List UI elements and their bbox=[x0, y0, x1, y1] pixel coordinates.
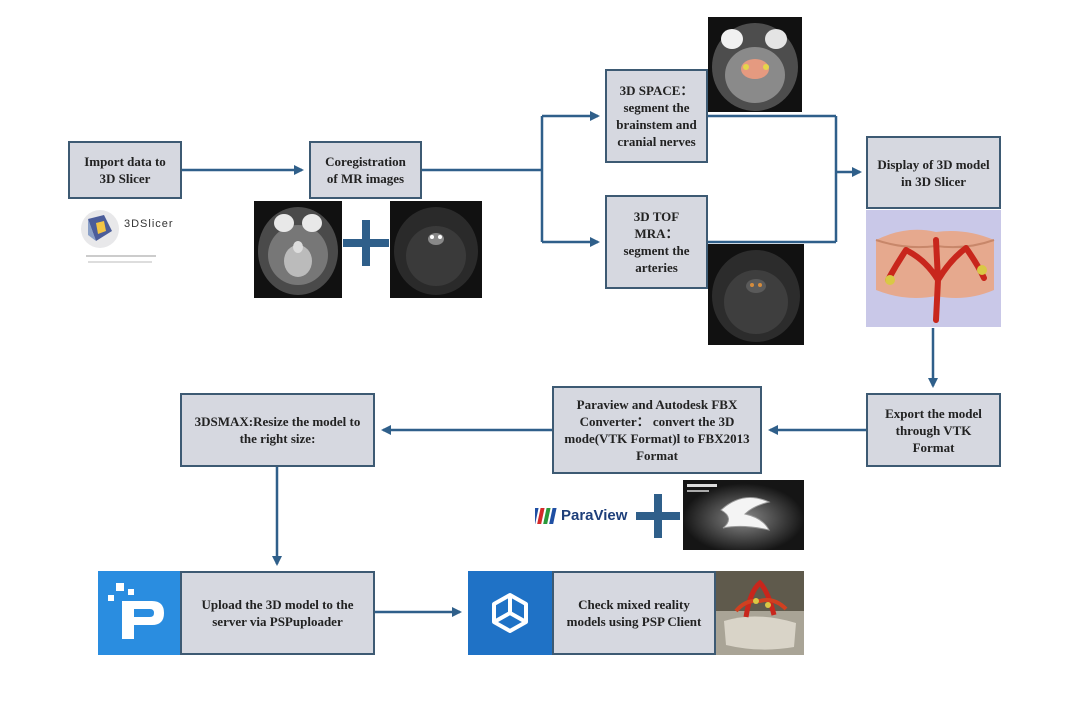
tof-segment-box: 3D TOF MRA： segment the arteries bbox=[605, 195, 708, 289]
3dsmax-resize-box: 3DSMAX:Resize the model to the right siz… bbox=[180, 393, 375, 467]
display-model-box: Display of 3D model in 3D Slicer bbox=[866, 136, 1001, 209]
psp-logo-icon bbox=[98, 571, 180, 655]
mixed-reality-photo bbox=[716, 571, 804, 655]
plus-icon bbox=[343, 218, 389, 268]
mri-space-image bbox=[708, 17, 802, 112]
unity-logo-icon bbox=[468, 571, 552, 655]
paraview-converter-box: Paraview and Autodesk FBX Converter： con… bbox=[552, 386, 762, 474]
3d-model-render bbox=[866, 210, 1001, 327]
space-segment-box: 3D SPACE：segment the brainstem and crani… bbox=[605, 69, 708, 163]
paraview-logo-text: ParaView bbox=[561, 507, 628, 524]
export-vtk-box: Export the model through VTK Format bbox=[866, 393, 1001, 467]
mri-t2-image bbox=[254, 201, 342, 298]
mri-tof-segment-image bbox=[708, 244, 804, 345]
fbx-logo-icon bbox=[683, 480, 804, 550]
mri-tof-image bbox=[390, 201, 482, 298]
plus-icon bbox=[636, 494, 680, 538]
slicer-logo: 3DSlicer bbox=[74, 203, 184, 273]
upload-model-box: Upload the 3D model to the server via PS… bbox=[180, 571, 375, 655]
paraview-logo: ParaView bbox=[521, 480, 635, 550]
check-mixed-reality-box: Check mixed reality models using PSP Cli… bbox=[552, 571, 716, 655]
slicer-logo-text: 3DSlicer bbox=[124, 218, 174, 230]
import-data-box: Import data to 3D Slicer bbox=[68, 141, 182, 199]
coregistration-box: Coregistration of MR images bbox=[309, 141, 422, 199]
